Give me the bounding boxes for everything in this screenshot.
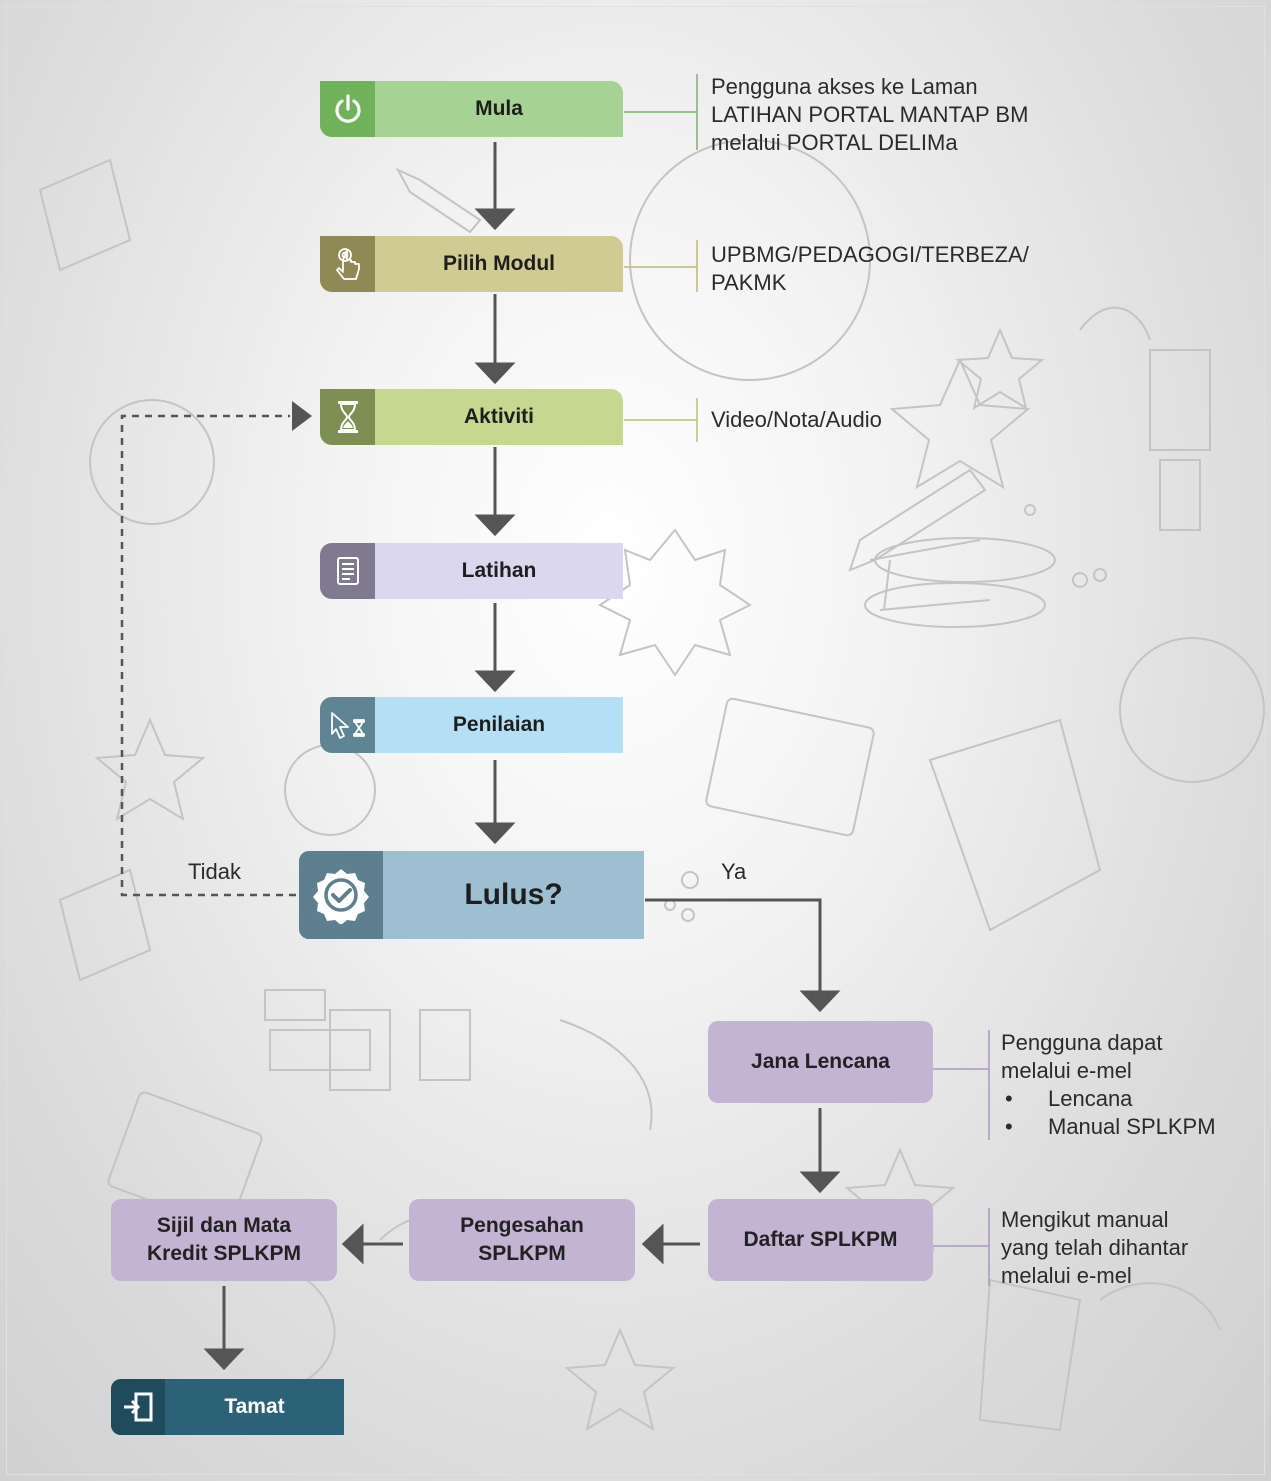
note-jana-list-item: Manual SPLKPM — [1001, 1113, 1216, 1141]
bracket-jana — [933, 1030, 990, 1140]
note-mula-line: Pengguna akses ke Laman — [711, 74, 978, 99]
decision-lulus: Lulus? — [299, 851, 644, 939]
note-jana-lencana: Pengguna dapat melalui e-mel Lencana Man… — [1001, 1029, 1216, 1141]
step-tamat: Tamat — [111, 1379, 344, 1435]
note-jana-list-item: Lencana — [1001, 1085, 1216, 1113]
step-pilih-modul: Pilih Modul — [320, 236, 623, 292]
step-penilaian: Penilaian — [320, 697, 623, 753]
step-sijil-mata-kredit: Sijil dan Mata Kredit SPLKPM — [111, 1199, 337, 1281]
page-frame — [6, 6, 1265, 1475]
note-mula-line: melalui PORTAL DELIMa — [711, 130, 958, 155]
cursor-timer-icon — [320, 697, 375, 753]
bracket-daftar — [933, 1208, 990, 1286]
step-pengesahan-splkpm: Pengesahan SPLKPM — [409, 1199, 635, 1281]
power-icon — [320, 81, 375, 137]
arrow-lulus-ya — [645, 898, 822, 994]
arrowhead-aktiviti — [474, 362, 516, 385]
document-icon — [320, 543, 375, 599]
step-aktiviti: Aktiviti — [320, 389, 623, 445]
note-pilih-modul-line: PAKMK — [711, 270, 787, 295]
bracket-pilih-modul — [624, 240, 698, 292]
step-jana-lencana: Jana Lencana — [708, 1021, 933, 1103]
arrowhead-tamat — [203, 1348, 245, 1371]
arrowhead-sijil — [341, 1223, 364, 1265]
step-jana-lencana-label: Jana Lencana — [751, 1050, 890, 1073]
note-mula: Pengguna akses ke Laman LATIHAN PORTAL M… — [711, 73, 1028, 157]
bracket-mula — [624, 74, 698, 150]
step-latihan-label: Latihan — [461, 559, 537, 582]
arrowhead-penilaian — [474, 670, 516, 693]
note-jana-line: Pengguna dapat — [1001, 1030, 1163, 1055]
step-daftar-splkpm-label: Daftar SPLKPM — [743, 1228, 898, 1251]
arrowhead-daftar — [799, 1171, 841, 1194]
step-pilih-modul-label: Pilih Modul — [443, 252, 555, 275]
decision-lulus-label: Lulus? — [464, 878, 563, 911]
note-jana-line: melalui e-mel — [1001, 1058, 1132, 1083]
arrowhead-latihan — [474, 514, 516, 537]
step-latihan: Latihan — [320, 543, 623, 599]
exit-icon — [111, 1379, 165, 1435]
step-sijil-label-line2: Kredit SPLKPM — [146, 1242, 301, 1265]
background-doodles — [38, 139, 1265, 1432]
note-aktiviti-line: Video/Nota/Audio — [711, 407, 882, 432]
note-aktiviti: Video/Nota/Audio — [711, 406, 882, 434]
arrow-lulus-tidak-loop — [120, 401, 312, 897]
touch-hand-icon — [320, 236, 375, 292]
step-penilaian-label: Penilaian — [452, 713, 546, 736]
arrowhead-lulus — [474, 822, 516, 845]
hourglass-icon — [320, 389, 375, 445]
step-sijil-label-line1: Sijil dan Mata — [156, 1214, 292, 1237]
step-tamat-label: Tamat — [224, 1395, 285, 1418]
verified-badge-icon — [299, 851, 383, 939]
branch-label-tidak: Tidak — [188, 859, 241, 884]
arrowhead-pengesahan — [641, 1223, 664, 1265]
note-daftar-line: yang telah dihantar — [1001, 1235, 1189, 1260]
arrowhead-pilih — [474, 208, 516, 231]
step-mula-label: Mula — [475, 97, 523, 120]
branch-label-ya: Ya — [721, 859, 747, 884]
step-pengesahan-label-line2: SPLKPM — [478, 1242, 566, 1265]
note-mula-line: LATIHAN PORTAL MANTAP BM — [711, 102, 1029, 127]
bracket-aktiviti — [624, 398, 698, 442]
note-daftar-line: Mengikut manual — [1001, 1207, 1169, 1232]
note-daftar-splkpm: Mengikut manual yang telah dihantar mela… — [1001, 1206, 1188, 1290]
arrowhead-jana — [799, 990, 841, 1013]
note-jana-list: Lencana Manual SPLKPM — [1001, 1085, 1216, 1141]
step-mula: Mula — [320, 81, 623, 137]
step-aktiviti-label: Aktiviti — [463, 405, 534, 428]
step-pengesahan-label-line1: Pengesahan — [460, 1214, 584, 1237]
note-daftar-line: melalui e-mel — [1001, 1263, 1132, 1288]
note-pilih-modul-line: UPBMG/PEDAGOGI/TERBEZA/ — [711, 242, 1029, 267]
step-daftar-splkpm: Daftar SPLKPM — [708, 1199, 933, 1281]
note-pilih-modul: UPBMG/PEDAGOGI/TERBEZA/ PAKMK — [711, 241, 1029, 297]
